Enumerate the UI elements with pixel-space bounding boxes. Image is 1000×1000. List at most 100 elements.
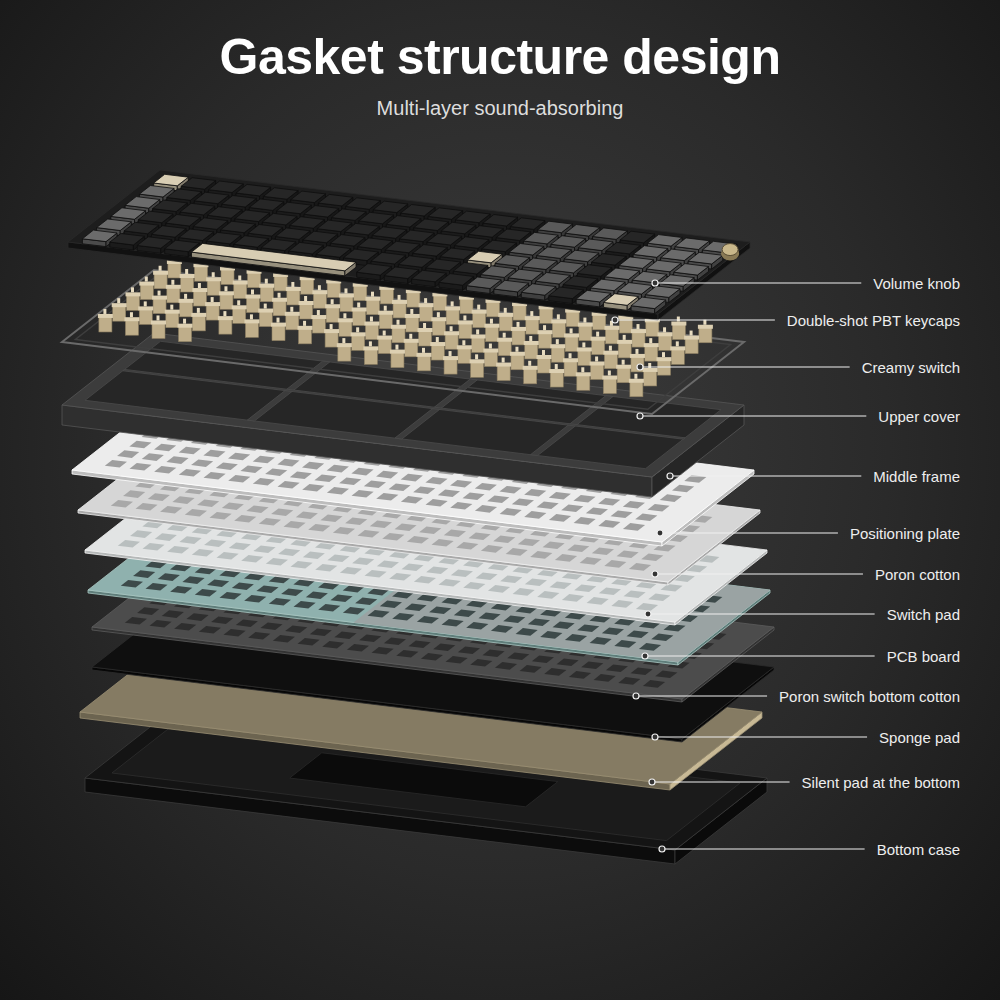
switch-top (511, 327, 526, 331)
pcb-hole (392, 613, 414, 621)
switch-housing (593, 315, 606, 330)
keyboard-top-side (68, 242, 658, 320)
plate-hole (660, 494, 682, 502)
switch-housing (632, 332, 645, 347)
switch-housing (312, 318, 325, 333)
poron-cotton-hole (271, 508, 293, 516)
switch (298, 321, 313, 344)
leader-dot (637, 364, 643, 370)
switch-stem (462, 340, 465, 345)
switch-top (259, 284, 274, 288)
switch (630, 349, 645, 372)
switch (657, 352, 672, 375)
pcb-hole (627, 631, 649, 639)
switch-stem (397, 320, 400, 325)
pcb-hole (528, 619, 550, 627)
poron-cotton-hole (308, 524, 330, 532)
switch-pad-hole (303, 551, 325, 559)
keycap (124, 222, 159, 234)
pcb-hole (614, 640, 636, 648)
switch-stem (171, 280, 174, 285)
poron-cotton-hole (518, 539, 540, 547)
pcb-hole (565, 634, 587, 642)
switch-housing (379, 314, 392, 329)
keycap (181, 178, 216, 190)
switch-housing (444, 359, 457, 374)
switch-housing (658, 360, 671, 375)
switch (363, 341, 378, 364)
switch-stem (183, 319, 186, 324)
switch-housing (484, 352, 497, 367)
keycap (398, 256, 433, 267)
switch-housing (405, 342, 418, 357)
switch-housing (233, 308, 246, 323)
switch-housing (221, 269, 234, 284)
switch-housing (259, 312, 272, 327)
plate-hole (598, 520, 620, 528)
switch-housing (540, 308, 553, 323)
part-label: Silent pad at the bottom (802, 774, 960, 791)
keycap (456, 211, 491, 223)
switch-top (684, 336, 699, 340)
switch-stem (330, 324, 333, 329)
switch-housing (354, 286, 367, 301)
part-label: Volume knob (873, 275, 960, 292)
poron-cotton-hole (160, 506, 182, 514)
switch-housing (511, 355, 524, 370)
plate-hole (574, 517, 596, 525)
switch-pad-hole (352, 557, 374, 565)
switch-pad-hole (179, 536, 201, 544)
pcb-hole (429, 607, 451, 615)
switch (698, 320, 713, 343)
poron-bottom-hole (310, 628, 332, 636)
poron-bottom-hole (458, 647, 480, 655)
switch-housing (327, 282, 340, 297)
switch-stem (556, 339, 559, 344)
keycap (551, 236, 586, 248)
poron-cotton-hole (395, 523, 417, 531)
switch-housing (630, 382, 643, 397)
switch-housing (497, 366, 510, 381)
switch-stem (224, 286, 227, 291)
keycap (483, 215, 518, 227)
keycap (537, 247, 572, 259)
switch-housing (685, 339, 698, 354)
leader-line (648, 613, 875, 614)
keycap (576, 290, 611, 302)
switch-top (363, 346, 378, 350)
switch-stem (436, 337, 439, 342)
switch-top (338, 318, 353, 322)
switch-top (180, 274, 195, 278)
switch-stem (677, 317, 680, 322)
switch-top (298, 326, 313, 330)
pcb-hole (355, 597, 377, 605)
poron-cotton-hole (136, 503, 158, 511)
switch-stem (423, 323, 426, 328)
plate-hole (537, 502, 559, 510)
switch-housing (313, 293, 326, 308)
switch-stem (569, 353, 572, 358)
switch-pad-hole (648, 594, 670, 602)
switch-top (233, 280, 248, 284)
poron-cotton-hole (493, 536, 515, 544)
keycap (221, 221, 256, 233)
keycap (277, 202, 312, 214)
plate-hole (352, 490, 374, 498)
switch-pad-hole (439, 579, 461, 587)
switch-stem (398, 295, 401, 300)
poron-bottom-hole (260, 622, 282, 630)
switch-top (404, 339, 419, 343)
keycap (674, 264, 709, 276)
poron-cotton-hole (555, 554, 577, 562)
poron-bottom-hole (322, 641, 344, 649)
keycap (510, 218, 545, 230)
pcb-hole (405, 603, 427, 611)
switch-stem (451, 301, 454, 306)
keycap (358, 238, 393, 250)
switch-stem (343, 313, 346, 318)
keycap (167, 189, 202, 201)
switch-top (244, 319, 259, 323)
switch (271, 318, 286, 341)
poron-cotton-hole (592, 548, 614, 556)
